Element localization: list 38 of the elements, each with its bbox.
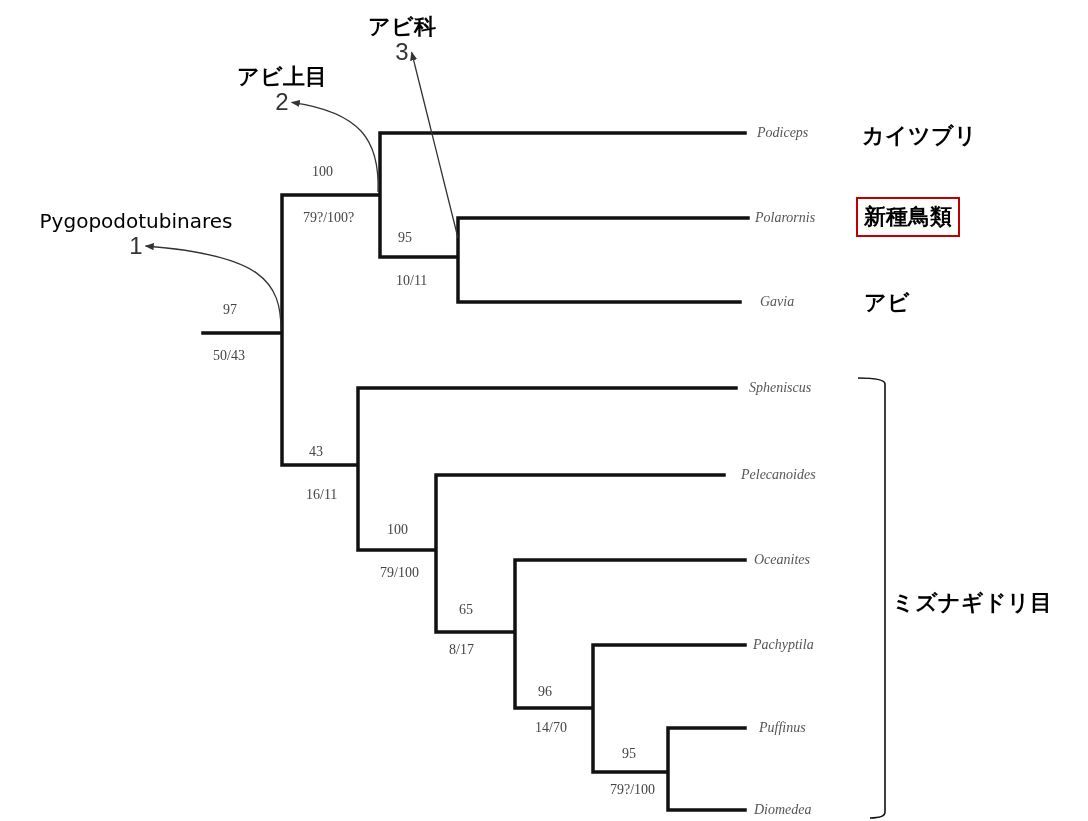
taxon-name: Podiceps (757, 125, 809, 141)
support-value: 65 (459, 602, 473, 618)
taxon-name: Oceanites (754, 552, 810, 568)
taxon-name: Puffinus (759, 720, 806, 736)
support-value: 50/43 (213, 348, 245, 364)
arrow (410, 51, 459, 239)
support-value: 43 (309, 444, 323, 460)
clade-name: Pygopodotubinares (39, 210, 233, 233)
support-value: 10/11 (396, 273, 428, 289)
support-value: 100 (387, 522, 408, 538)
arrow (290, 100, 379, 193)
support-value: 16/11 (306, 487, 338, 503)
clade-name: アビ科 (368, 14, 436, 40)
support-value: 79?/100? (303, 210, 355, 226)
clade-number: 1 (129, 233, 143, 259)
support-value: 95 (398, 230, 412, 246)
common-name: アビ (864, 290, 910, 316)
support-value: 8/17 (449, 642, 474, 658)
taxon-name: Spheniscus (749, 380, 812, 396)
support-value: 95 (622, 746, 636, 762)
support-value: 79/100 (380, 565, 419, 581)
taxon-name: Pachyptila (753, 637, 814, 653)
clade-number: 2 (275, 89, 289, 116)
support-value: 79?/100 (610, 782, 656, 798)
highlight-box: 新種鳥類 (856, 197, 960, 237)
clade-number: 3 (395, 39, 409, 66)
taxon-name: Gavia (760, 294, 795, 310)
support-value: 96 (538, 684, 552, 700)
taxon-name: Pelecanoides (741, 467, 816, 483)
taxon-name: Polarornis (755, 210, 816, 226)
support-value: 14/70 (535, 720, 567, 736)
clade-name: アビ上目 (237, 64, 327, 90)
taxon-name: Diomedea (754, 802, 812, 818)
support-value: 100 (312, 164, 333, 180)
arrow (144, 243, 282, 331)
group-name: ミズナギドリ目 (892, 590, 1052, 616)
support-value: 97 (223, 302, 237, 318)
common-name: カイツブリ (862, 123, 977, 149)
